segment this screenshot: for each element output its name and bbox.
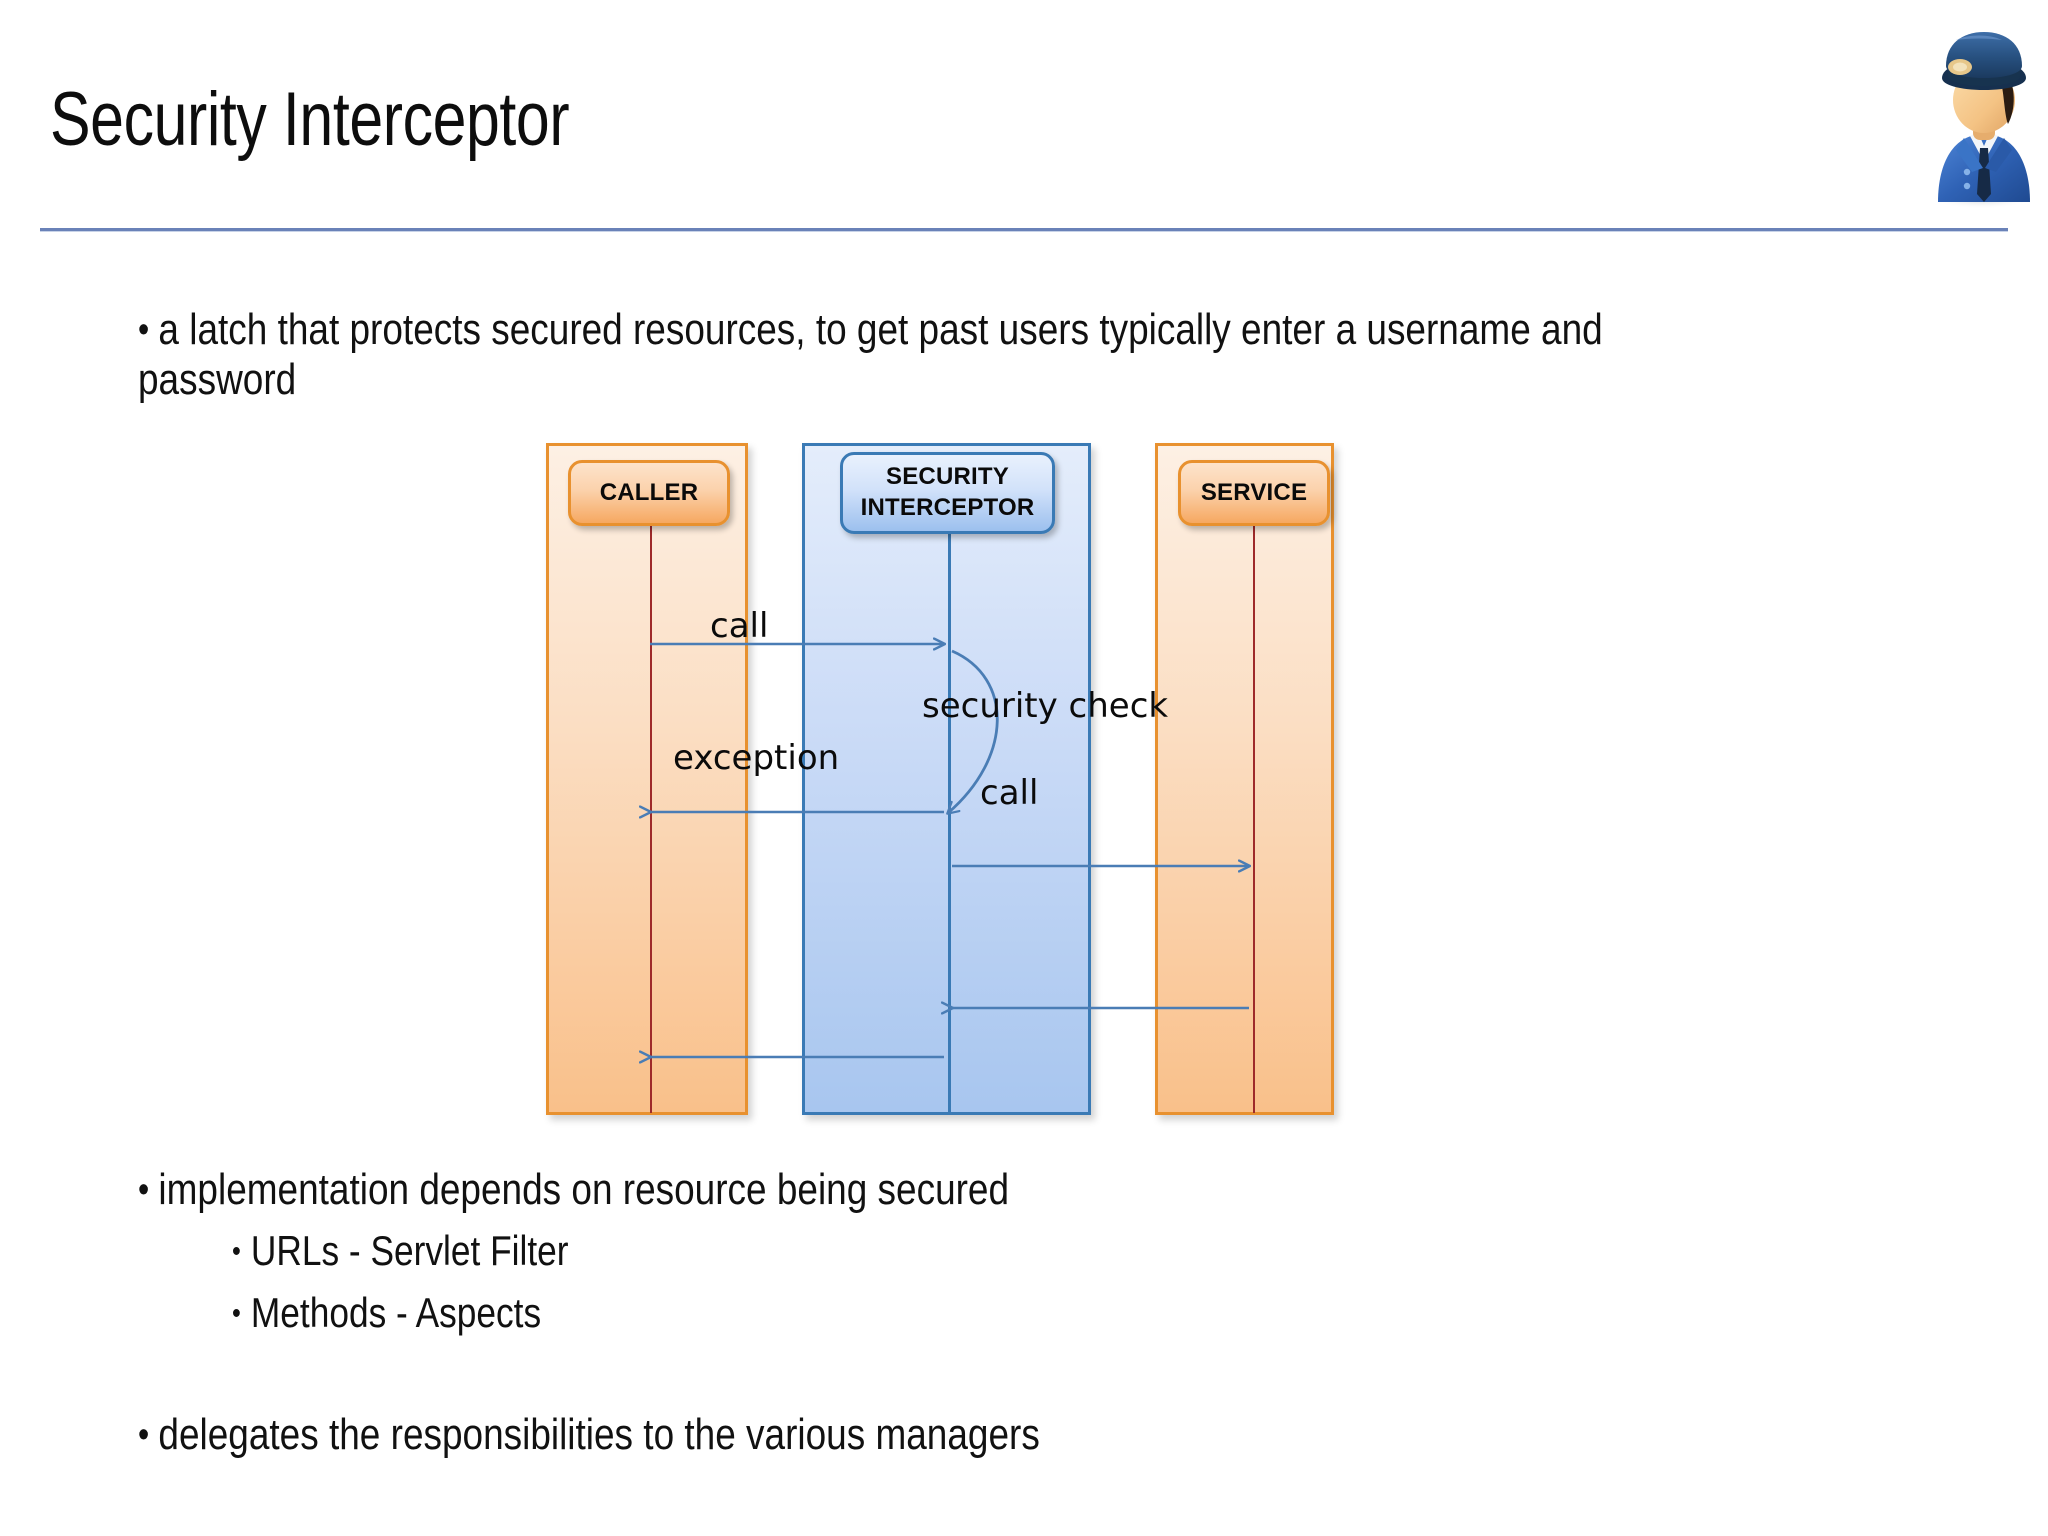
participant-label-interceptor-line1: SECURITY [886,463,1009,491]
participant-column-service [1155,443,1334,1115]
bullet-text: delegates the responsibilities to the va… [158,1410,1040,1459]
participant-label-caller: CALLER [599,479,699,506]
page-title: Security Interceptor [50,77,570,162]
participant-box-service: SERVICE [1178,460,1330,526]
message-arrows [540,438,1340,1128]
bullet-marker: • [138,309,150,351]
participant-box-caller: CALLER [568,460,730,526]
sequence-diagram: CALLER SECURITY INTERCEPTOR SERVICE [540,438,1340,1128]
lifeline-service [1253,516,1255,1113]
bullet-item: •a latch that protects secured resources… [138,305,1717,404]
participant-label-interceptor-line2: INTERCEPTOR [860,494,1035,521]
bullet-marker: • [232,1297,241,1330]
bullet-marker: • [232,1235,241,1268]
bullet-text: URLs - Servlet Filter [250,1227,569,1274]
bullet-item: • Methods - Aspects [232,1289,1408,1336]
bullet-item: •delegates the responsibilities to the v… [138,1410,1398,1460]
message-label-exception: exception [673,738,840,778]
bullet-text: implementation depends on resource being… [158,1165,1010,1214]
message-label-call-1: call [710,606,769,646]
police-officer-icon [1920,22,2048,208]
message-arrow-security-check [948,649,999,813]
participant-label-service: SERVICE [1200,479,1308,506]
bullet-text: Methods - Aspects [250,1289,542,1336]
message-label-security-check: security check [922,686,1169,726]
bullet-marker: • [138,1414,150,1456]
participant-column-caller [546,443,748,1115]
bullet-item: • URLs - Servlet Filter [232,1227,1408,1274]
participant-box-interceptor: SECURITY INTERCEPTOR [840,452,1055,534]
message-label-call-2: call [980,773,1039,813]
bullet-text: a latch that protects secured resources,… [138,305,1603,404]
title-divider [40,228,2008,232]
bullet-marker: • [138,1169,150,1211]
bullet-item: •implementation depends on resource bein… [138,1165,1398,1215]
lifeline-interceptor [948,534,951,1114]
